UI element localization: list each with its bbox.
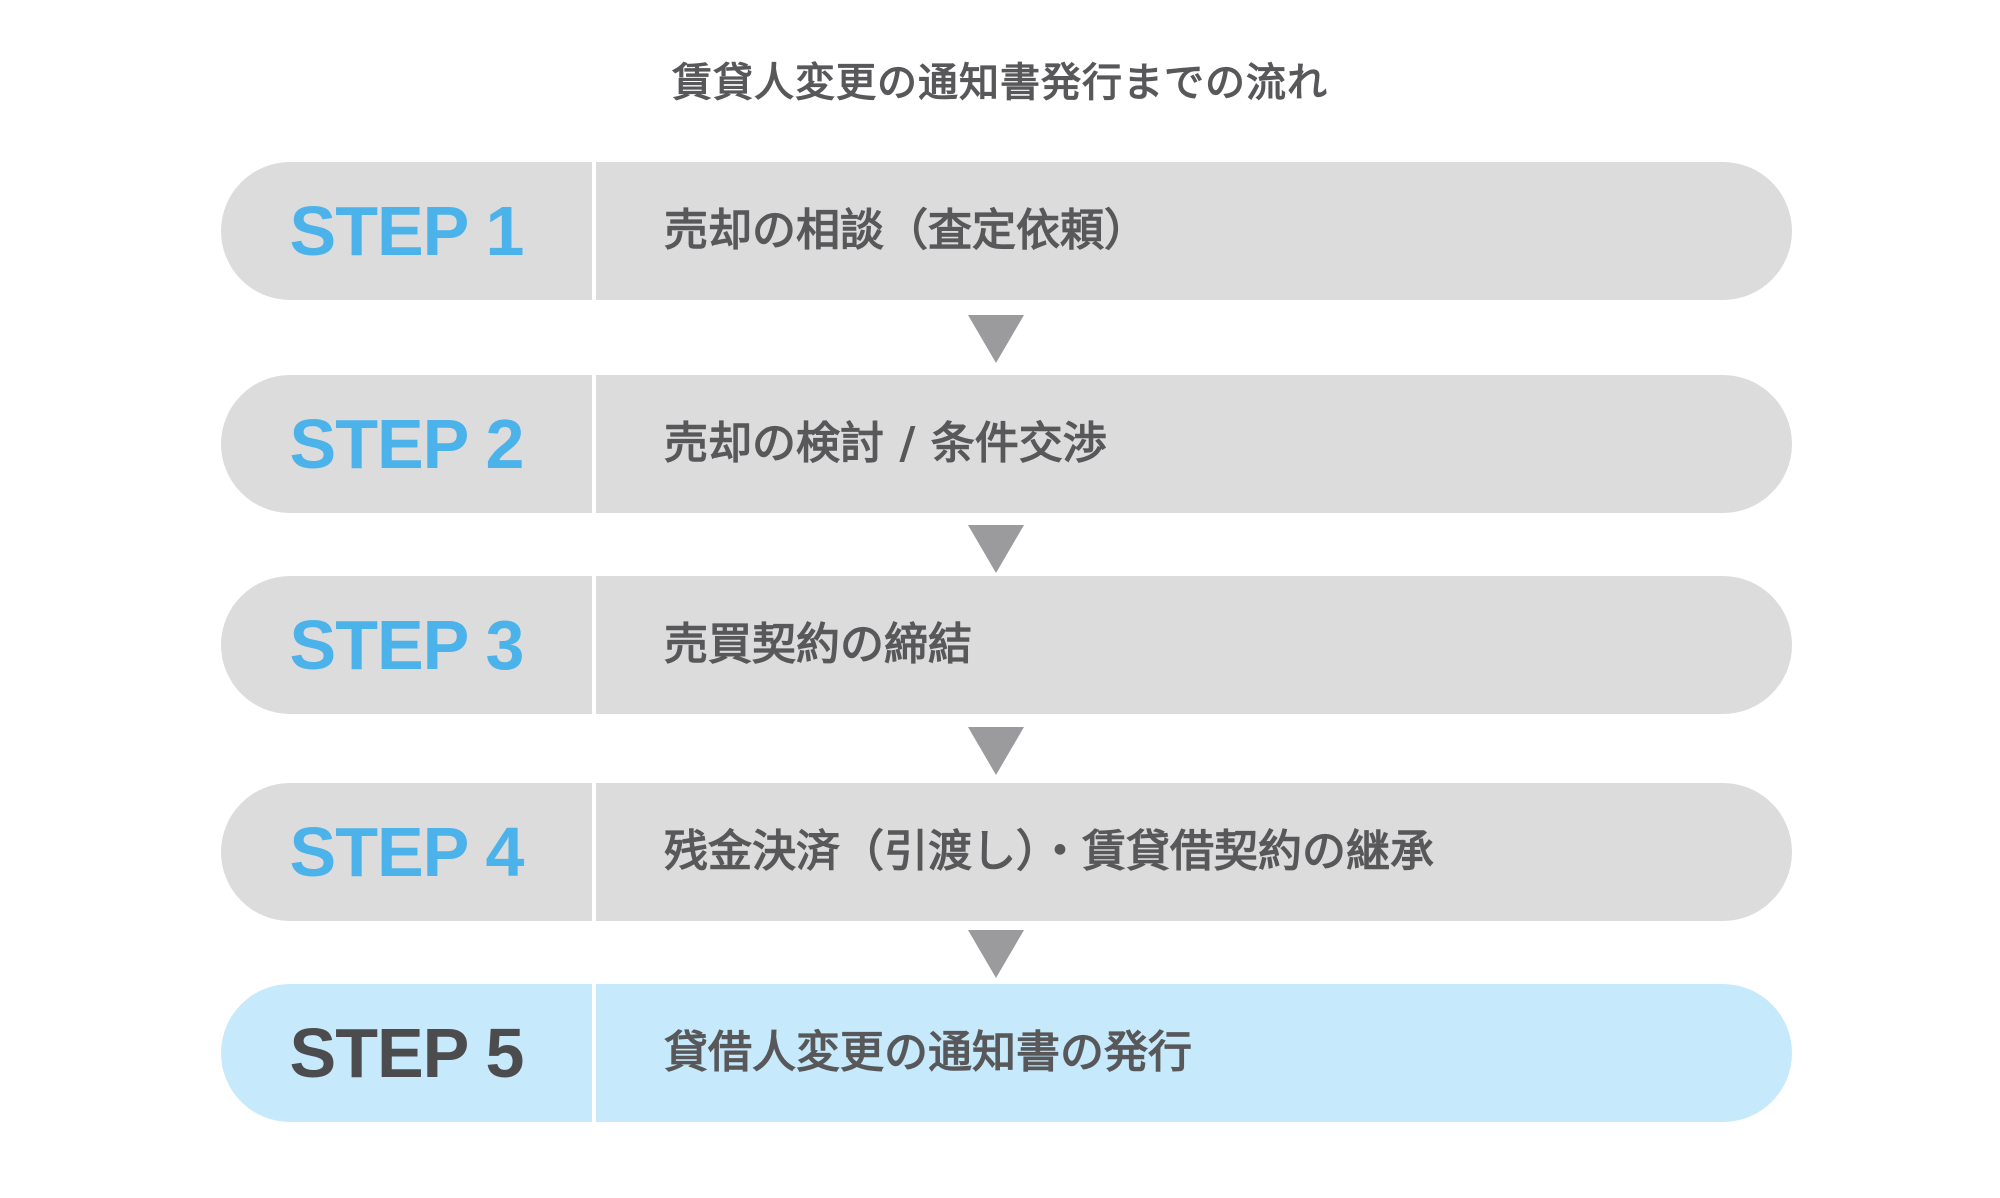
step-4-box: STEP 4 残金決済（引渡し）・賃貸借契約の継承 [221,783,1792,921]
step-2-text: 売却の検討 / 条件交渉 [664,418,1107,469]
step-1-divider [592,162,596,300]
step-4-label: STEP 4 [289,813,525,891]
step-2-divider [592,375,596,513]
step-5-text: 貸借人変更の通知書の発行 [664,1027,1192,1078]
step-3-label: STEP 3 [289,606,525,684]
down-triangle-arrow-icon [968,315,1024,363]
step-4-divider [592,783,596,921]
step-2-label: STEP 2 [289,405,525,483]
step-5-label: STEP 5 [289,1014,525,1092]
down-triangle-arrow-icon [968,930,1024,978]
step-3-divider [592,576,596,714]
step-1-label: STEP 1 [289,192,525,270]
step-1-box: STEP 1 売却の相談（査定依頼） [221,162,1792,300]
diagram-title: 賃貸人変更の通知書発行までの流れ [672,60,1328,106]
step-3-text: 売買契約の締結 [664,619,972,670]
down-triangle-arrow-icon [968,525,1024,573]
step-3-box: STEP 3 売買契約の締結 [221,576,1792,714]
step-4-text: 残金決済（引渡し）・賃貸借契約の継承 [664,826,1434,877]
step-1-text: 売却の相談（査定依頼） [664,205,1148,256]
step-5-divider [592,984,596,1122]
step-2-box: STEP 2 売却の検討 / 条件交渉 [221,375,1792,513]
step-5-box: STEP 5 貸借人変更の通知書の発行 [221,984,1792,1122]
down-triangle-arrow-icon [968,727,1024,775]
